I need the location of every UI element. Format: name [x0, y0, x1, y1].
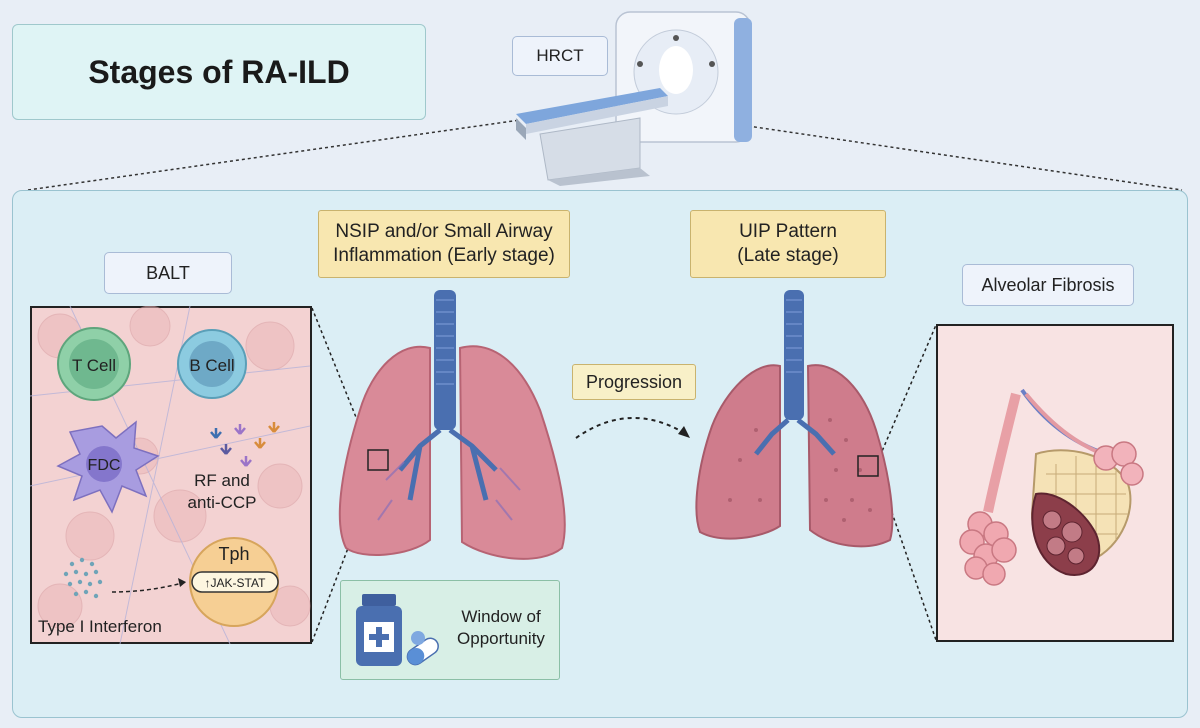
- progression-label: Progression: [585, 371, 683, 392]
- alveoli-fibrosis-icon: [1030, 441, 1144, 576]
- late-stage-line2: (Late stage): [737, 245, 839, 266]
- early-stage-line1: NSIP and/or Small Airway: [335, 221, 553, 243]
- window-label-line1: Window of: [461, 607, 541, 626]
- hrct-label: HRCT: [536, 46, 584, 65]
- jak-stat-label: ↑JAK-STAT: [205, 576, 267, 590]
- medicine-icon: [356, 594, 439, 666]
- window-label-line2: Opportunity: [457, 629, 545, 649]
- early-stage-box: NSIP and/or Small Airway Inflammation (E…: [318, 210, 570, 278]
- late-stage-line1: UIP Pattern: [739, 221, 837, 243]
- balt-panel: T Cell B Cell FDC RF and anti-CCP Tph ↑J…: [30, 306, 312, 644]
- rf-label-line2: anti-CCP: [188, 493, 257, 512]
- early-lungs-icon: [338, 290, 566, 560]
- interferon-dots-icon: [63, 557, 103, 599]
- ct-scanner-illustration: [27, 11, 1183, 191]
- title-box: Stages of RA-ILD: [12, 24, 426, 120]
- alveolar-label: Alveolar Fibrosis: [981, 274, 1115, 295]
- tph-label: Tph: [218, 544, 249, 564]
- interferon-label: Type I Interferon: [38, 617, 162, 636]
- alveolar-label-box: Alveolar Fibrosis: [962, 264, 1134, 306]
- rf-label-line1: RF and: [194, 471, 250, 490]
- fdc-label: FDC: [88, 457, 121, 474]
- late-lungs-icon: [695, 290, 894, 548]
- b-cell-label: B Cell: [189, 356, 234, 375]
- page-title: Stages of RA-ILD: [88, 53, 350, 90]
- alveolar-panel: [936, 324, 1174, 642]
- progression-box: Progression: [572, 364, 696, 400]
- antibody-icons: [210, 422, 280, 467]
- progression-arrow: [575, 417, 687, 439]
- early-stage-line2: Inflammation (Early stage): [333, 245, 555, 266]
- late-stage-box: UIP Pattern (Late stage): [690, 210, 886, 278]
- alveoli-cluster-left-icon: [959, 511, 1017, 586]
- hrct-label-box: HRCT: [512, 36, 608, 76]
- window-label: Window of Opportunity: [446, 606, 556, 650]
- balt-label-box: BALT: [104, 252, 232, 294]
- t-cell-label: T Cell: [72, 356, 116, 375]
- balt-label: BALT: [146, 262, 190, 283]
